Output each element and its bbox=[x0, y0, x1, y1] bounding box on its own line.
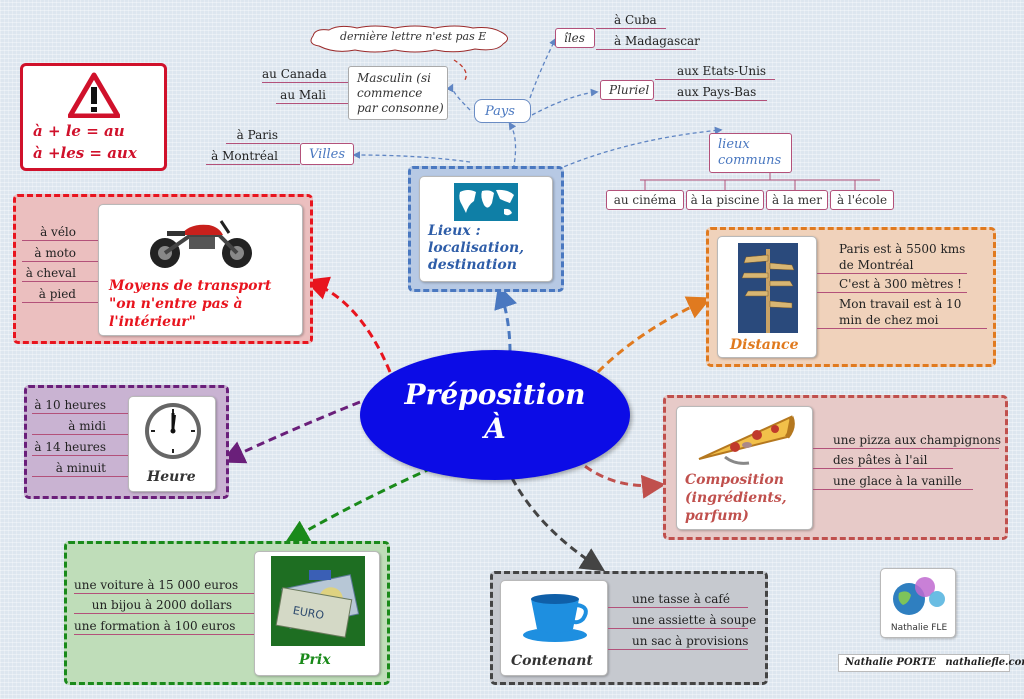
heure-title: Heure bbox=[147, 469, 196, 485]
warning-icon bbox=[68, 72, 120, 118]
prix-item-2: un bijou à 2000 dollars bbox=[74, 597, 254, 614]
masculin-node[interactable]: Masculin (si commence par consonne) bbox=[348, 66, 448, 120]
composition-item-3: une glace à la vanille bbox=[813, 473, 973, 490]
masculin-item-1: au Canada bbox=[262, 66, 348, 83]
prix-item-3: une formation à 100 euros bbox=[74, 618, 254, 635]
villes-item-1: à Paris bbox=[226, 127, 300, 144]
composition-card: Composition (ingrédients, parfum) bbox=[676, 406, 813, 530]
masculin-label: Masculin (si commence par consonne) bbox=[357, 71, 444, 115]
footer: Nathalie PORTE nathaliefle.com bbox=[838, 654, 1024, 672]
transport-title: Moyens de transport "on n'entre pas à l'… bbox=[109, 278, 272, 330]
cloud-shape bbox=[310, 25, 508, 53]
pays-node[interactable]: Pays bbox=[474, 99, 531, 123]
communs-item-4-text: à l'école bbox=[836, 193, 888, 207]
heure-item-3: à 14 heures bbox=[32, 439, 128, 456]
lieux-card: Lieux : localisation, destination bbox=[419, 176, 553, 282]
iles-node[interactable]: îles bbox=[555, 28, 595, 48]
pluriel-label: Pluriel bbox=[609, 83, 650, 97]
prix-item-1: une voiture à 15 000 euros bbox=[74, 577, 254, 594]
heure-item-1: à 10 heures bbox=[32, 397, 128, 414]
signpost-icon bbox=[738, 243, 798, 333]
composition-item-2: des pâtes à l'ail bbox=[813, 452, 953, 469]
communs-item-2-text: à la piscine bbox=[690, 193, 760, 207]
composition-item-1: une pizza aux champignons bbox=[813, 432, 1001, 449]
iles-label: îles bbox=[564, 31, 585, 45]
clock-icon bbox=[145, 403, 201, 459]
link-lieux bbox=[494, 284, 518, 353]
link-prix bbox=[284, 466, 433, 543]
warning-box: à + le = au à +les = aux bbox=[20, 63, 167, 171]
money-icon: EURO bbox=[271, 556, 365, 646]
communs-node[interactable]: lieux communs bbox=[709, 133, 792, 173]
villes-node[interactable]: Villes bbox=[300, 143, 354, 165]
iles-item-1: à Cuba bbox=[596, 12, 666, 29]
center-node[interactable]: Préposition À bbox=[360, 350, 630, 480]
center-title: Préposition bbox=[404, 378, 586, 411]
distance-card: Distance bbox=[717, 236, 817, 358]
communs-item-4: à l'école bbox=[830, 190, 894, 210]
contenant-item-2: une assiette à soupe bbox=[608, 612, 756, 629]
motorcycle-icon bbox=[150, 220, 252, 268]
composition-title: Composition (ingrédients, parfum) bbox=[685, 472, 787, 524]
villes-item-2: à Montréal bbox=[206, 148, 300, 165]
link-transport bbox=[304, 276, 392, 373]
contenant-item-1: une tasse à café bbox=[608, 591, 748, 608]
contenant-title: Contenant bbox=[511, 653, 593, 669]
heure-card: Heure bbox=[128, 396, 216, 492]
heure-item-4: à minuit bbox=[32, 460, 128, 477]
footer-site: nathaliefle.com bbox=[945, 657, 1024, 668]
iles-item-2: à Madagascar bbox=[596, 33, 700, 50]
transport-item-4: à pied bbox=[22, 286, 98, 303]
warning-line1: à + le = au bbox=[33, 122, 125, 140]
distance-item-1: Paris est à 5500 kms de Montréal bbox=[817, 241, 967, 274]
logo-card: Nathalie FLE bbox=[880, 568, 956, 638]
communs-item-1: au cinéma bbox=[606, 190, 684, 210]
link-heure bbox=[220, 400, 361, 464]
communs-item-2: à la piscine bbox=[686, 190, 764, 210]
contenant-card: Contenant bbox=[500, 580, 608, 676]
center-subtitle: À bbox=[484, 412, 506, 445]
distance-item-2: C'est à 300 mètres ! bbox=[817, 276, 967, 293]
lieux-title: Lieux : localisation, destination bbox=[428, 223, 525, 273]
globe-logo-icon bbox=[893, 577, 945, 615]
heure-item-2: à midi bbox=[32, 418, 128, 435]
warning-line2: à +les = aux bbox=[33, 144, 137, 162]
pluriel-item-1: aux Etats-Unis bbox=[655, 63, 775, 80]
transport-item-2: à moto bbox=[22, 245, 98, 262]
pluriel-node[interactable]: Pluriel bbox=[600, 80, 654, 100]
world-map-icon bbox=[454, 183, 518, 221]
communs-item-3: à la mer bbox=[766, 190, 828, 210]
transport-item-1: à vélo bbox=[22, 224, 98, 241]
prix-title: Prix bbox=[299, 652, 331, 668]
communs-label: lieux communs bbox=[718, 137, 782, 168]
logo-text: Nathalie FLE bbox=[890, 623, 948, 633]
distance-item-3: Mon travail est à 10 min de chez moi bbox=[817, 296, 987, 329]
contenant-item-3: un sac à provisions bbox=[608, 633, 748, 650]
communs-item-1-text: au cinéma bbox=[613, 193, 677, 207]
distance-title: Distance bbox=[730, 337, 799, 353]
cup-icon bbox=[523, 594, 588, 642]
link-distance bbox=[596, 296, 712, 374]
svg-text:EURO: EURO bbox=[292, 604, 325, 622]
footer-author: Nathalie PORTE bbox=[845, 657, 936, 668]
pluriel-item-2: aux Pays-Bas bbox=[655, 84, 767, 101]
pizza-icon bbox=[698, 415, 795, 465]
masculin-item-2: au Mali bbox=[276, 87, 348, 104]
cloud-text: dernière lettre n'est pas E bbox=[340, 30, 487, 43]
villes-label: Villes bbox=[309, 147, 345, 162]
transport-card: Moyens de transport "on n'entre pas à l'… bbox=[98, 204, 303, 336]
transport-item-3: à cheval bbox=[22, 265, 98, 282]
pays-label: Pays bbox=[485, 104, 515, 119]
communs-item-3-text: à la mer bbox=[772, 193, 822, 207]
prix-card: EURO Prix bbox=[254, 551, 380, 676]
link-contenant bbox=[510, 477, 606, 572]
